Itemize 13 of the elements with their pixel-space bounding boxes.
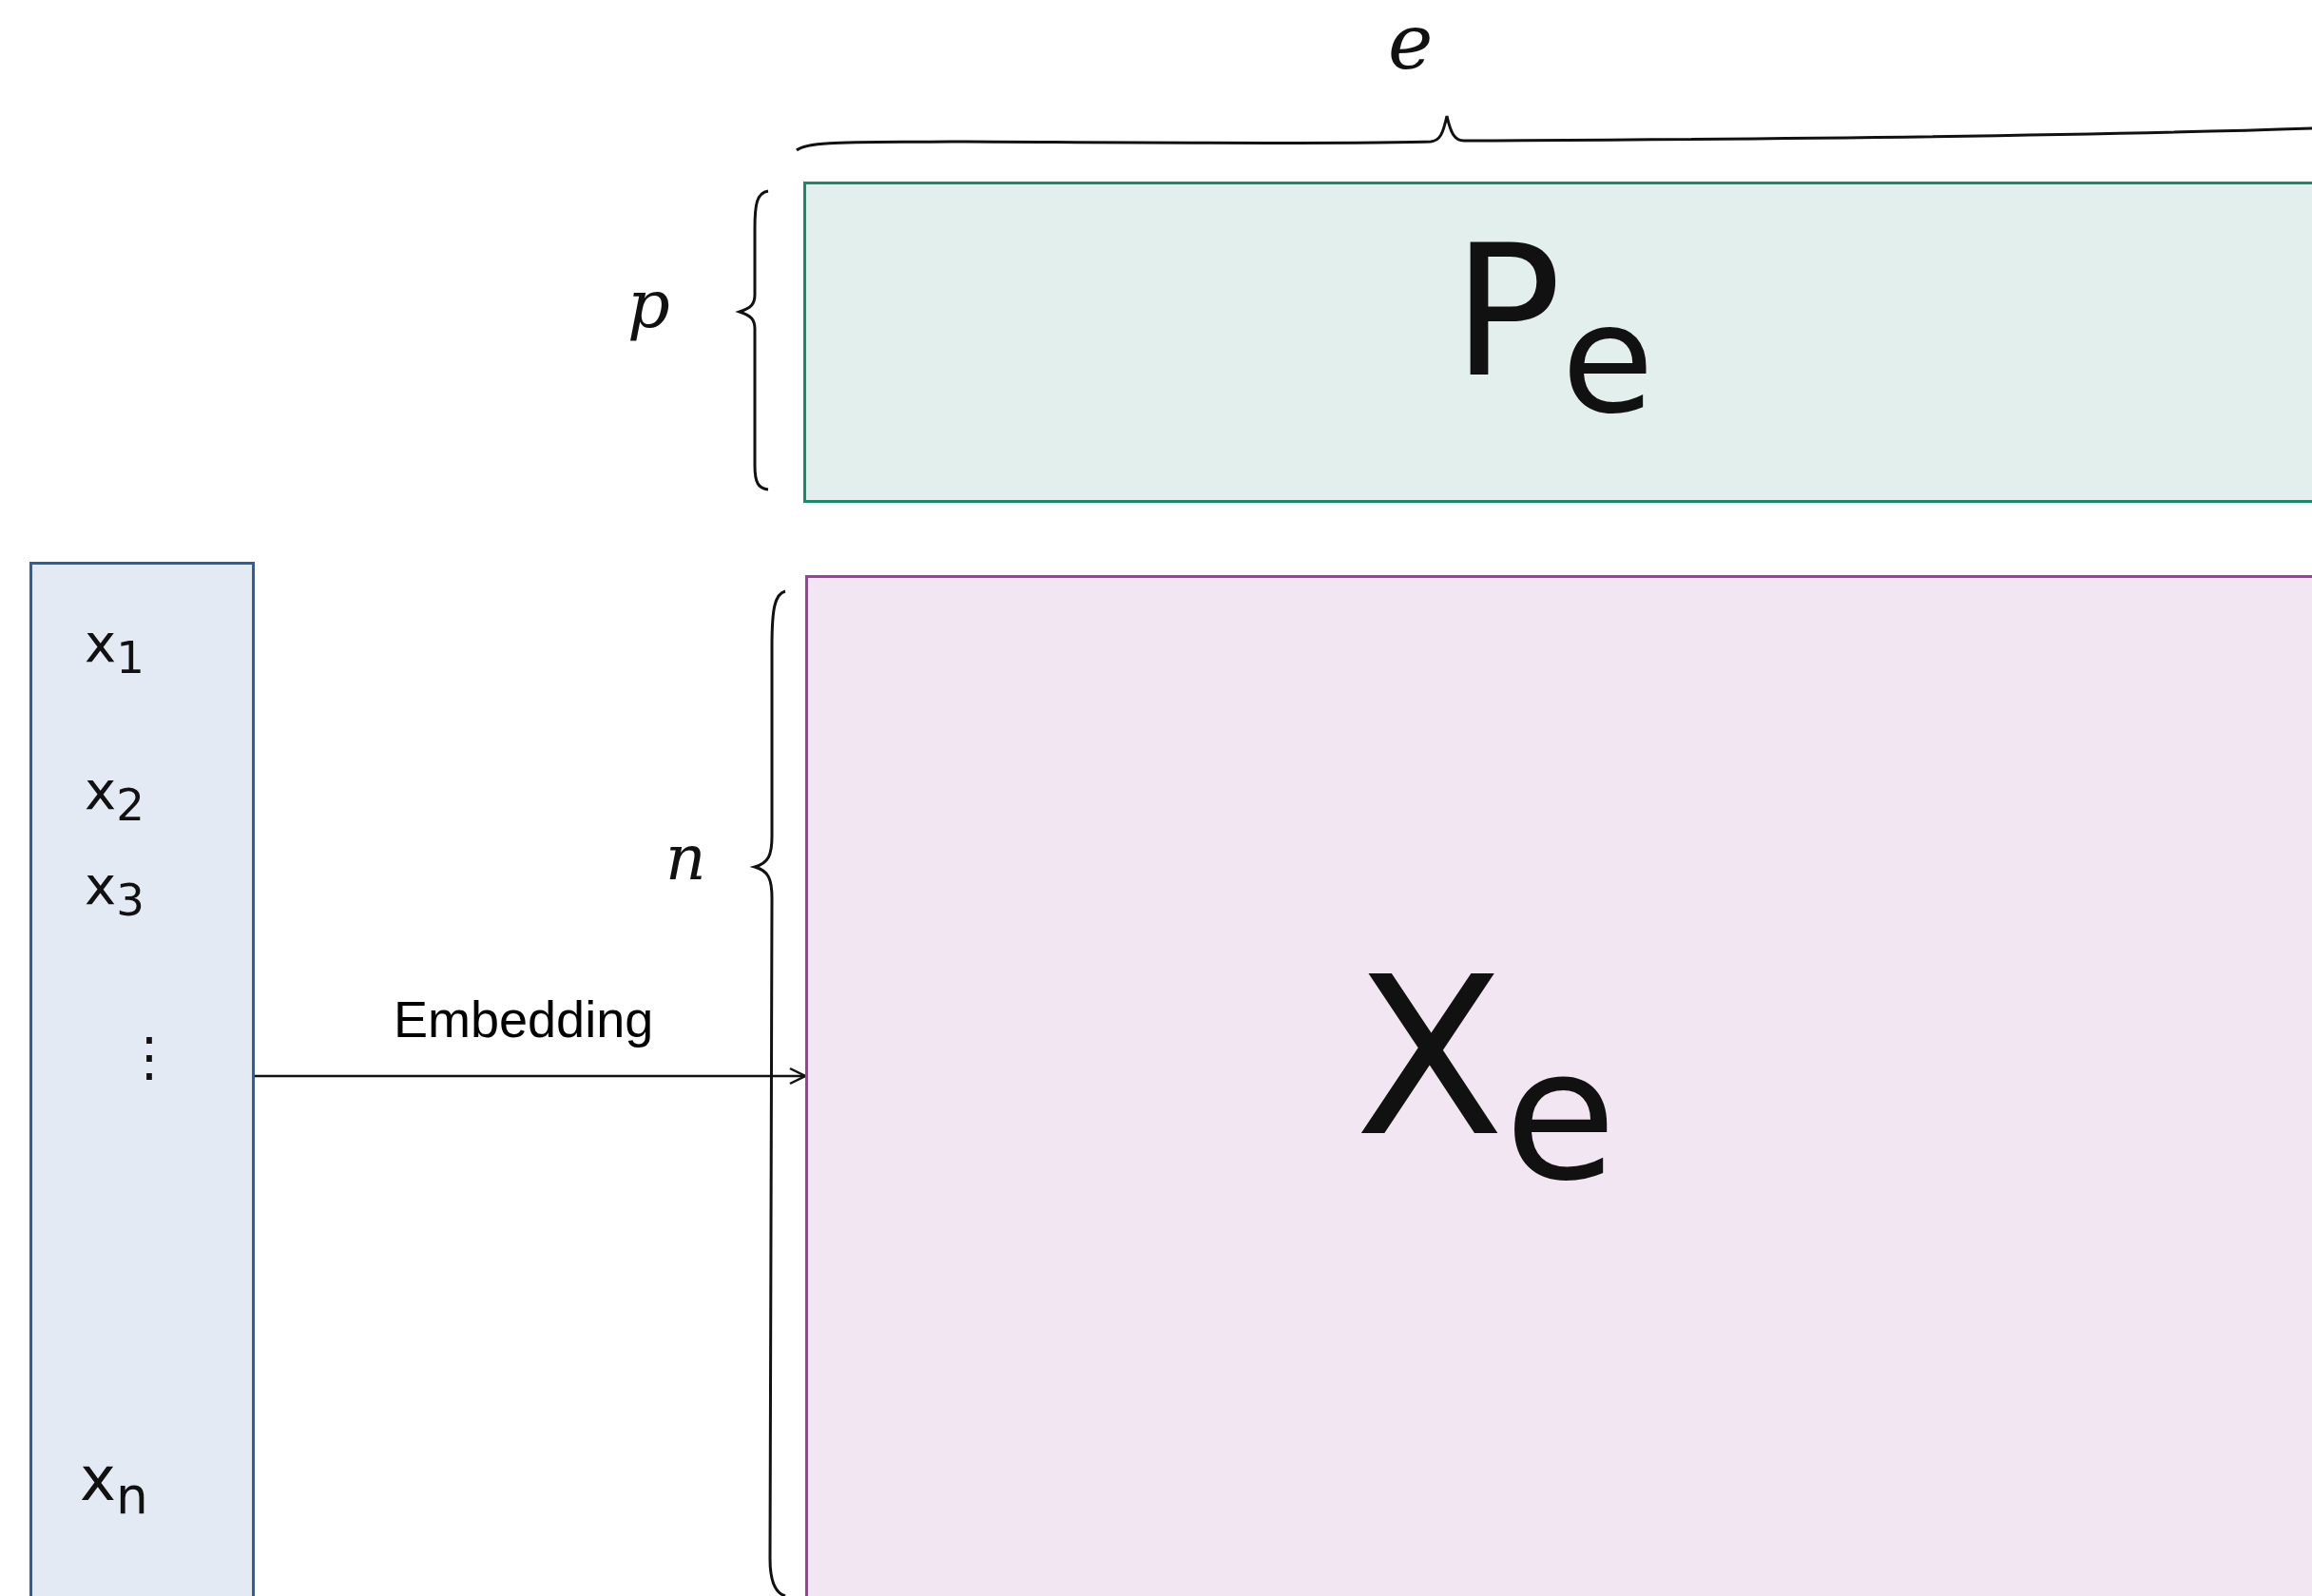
dimension-label: e bbox=[1388, 5, 1434, 81]
matrix-box bbox=[803, 182, 2312, 503]
arrow bbox=[255, 1067, 807, 1086]
vector-box bbox=[29, 562, 255, 1596]
math-symbol: x$_{3}$ bbox=[85, 859, 144, 923]
math-symbol: X$_{e}$ bbox=[1355, 949, 1617, 1206]
math-symbol: P$_{e}$ bbox=[1453, 222, 1654, 435]
math-symbol: x$_{1}$ bbox=[85, 617, 144, 681]
dimension-label: n bbox=[665, 827, 706, 890]
matrix-box bbox=[805, 575, 2312, 1596]
math-symbol: x$_{n}$ bbox=[80, 1449, 148, 1522]
math-symbol: ⋮ bbox=[123, 1030, 176, 1084]
math-symbol: x$_{2}$ bbox=[85, 764, 144, 828]
